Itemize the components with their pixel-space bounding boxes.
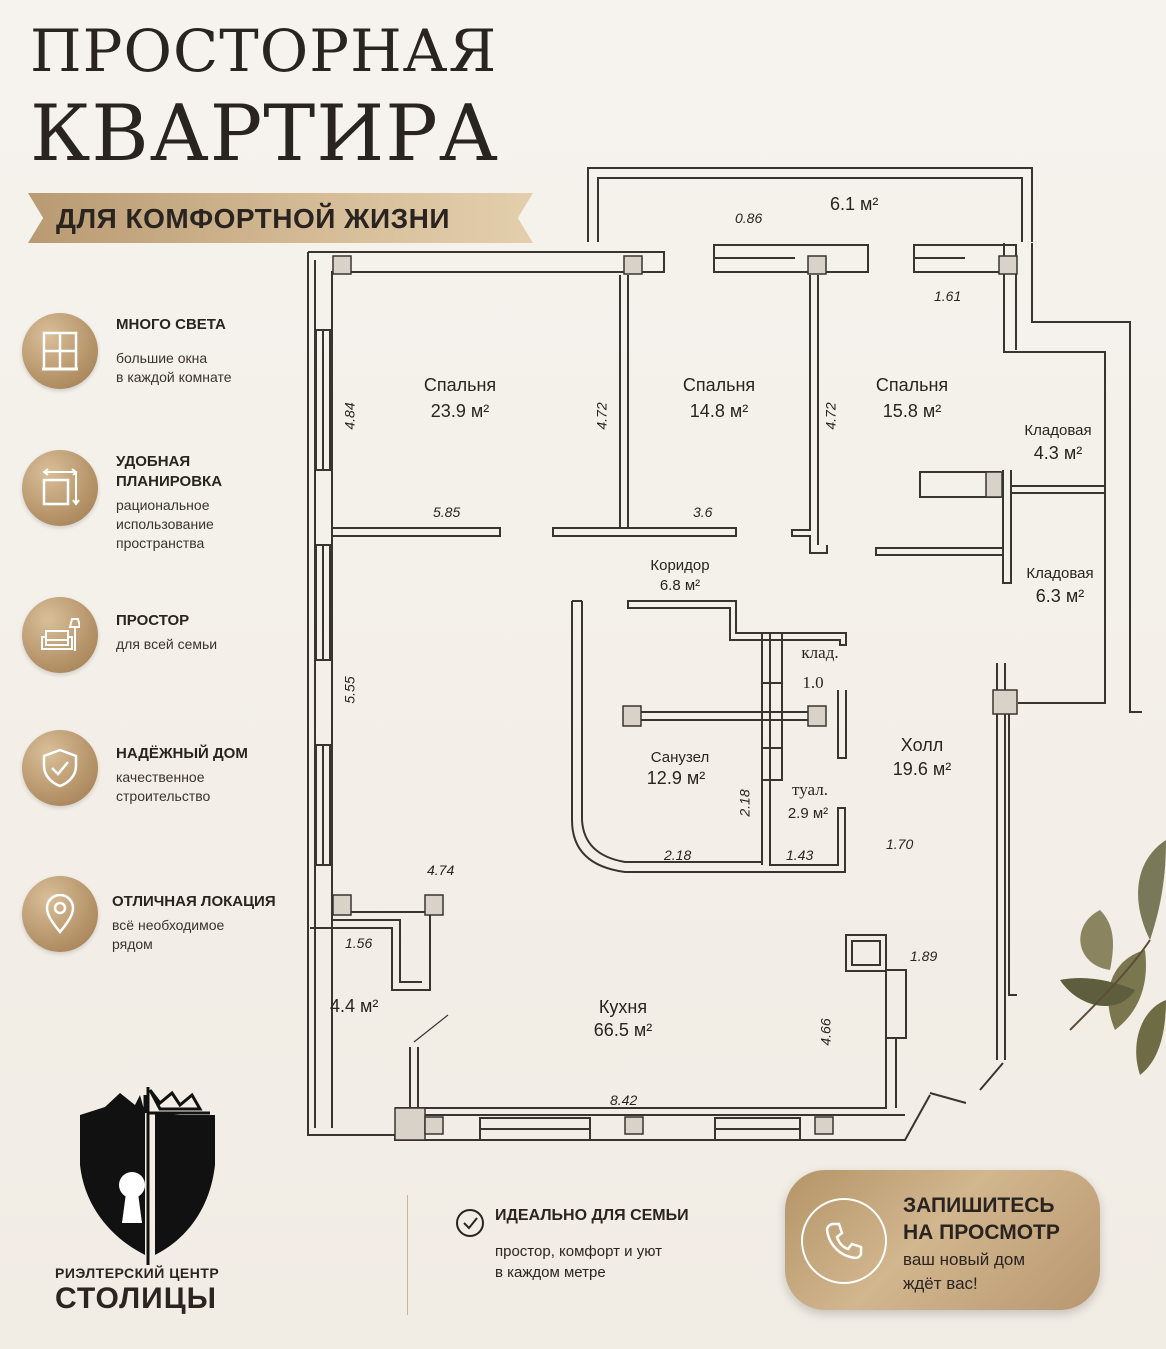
balcony-area: 6.1 м²: [830, 194, 879, 214]
subtitle-ribbon: ДЛЯ КОМФОРТНОЙ ЖИЗНИ: [28, 193, 533, 243]
hall-area: 19.6 м²: [892, 759, 952, 779]
leaf-decoration: [1060, 840, 1166, 1075]
dim-4-84: 4.84: [341, 402, 358, 430]
bedroom-1-name: Спальня: [423, 375, 497, 395]
logo-bottom-text: СТОЛИЦЫ: [55, 1282, 217, 1315]
feature-title: ПРОСТОР: [116, 612, 190, 629]
phone-icon: [801, 1198, 887, 1284]
bathroom-name: Санузел: [650, 749, 710, 766]
feature-layout: УДОБНАЯ ПЛАНИРОВКА рациональное использо…: [22, 450, 302, 551]
bedroom-3-area: 15.8 м²: [882, 401, 942, 421]
dim-3-6: 3.6: [693, 504, 713, 520]
dim-8-42: 8.42: [610, 1092, 638, 1108]
dim-4-72-a: 4.72: [593, 402, 610, 430]
feature-desc: рациональное использование пространства: [116, 497, 214, 551]
logo-top-text: РИЭЛТЕРСКИЙ ЦЕНТР: [55, 1265, 220, 1281]
family-desc: простор, комфорт и уют в каждом метре: [495, 1243, 662, 1281]
storage-2-area: 6.3 м²: [1035, 586, 1085, 606]
feature-desc: качественное строительство: [116, 769, 211, 804]
feature-desc: большие окна в каждой комнате: [116, 350, 232, 385]
kitchen-area: 66.5 м²: [593, 1020, 653, 1040]
bedroom-1-area: 23.9 м²: [430, 401, 490, 421]
title-line-1: ПРОСТОРНАЯ: [30, 17, 498, 85]
sofa-lamp-icon: [22, 597, 98, 673]
hall-name: Холл: [900, 735, 944, 755]
dim-2-18-v: 2.18: [736, 789, 753, 817]
title-line-2: КВАРТИРА: [30, 89, 499, 179]
feature-title: НАДЁЖНЫЙ ДОМ: [116, 745, 248, 762]
toilet-area: 2.9 м²: [787, 805, 829, 822]
storage-2-name: Кладовая: [1026, 565, 1094, 582]
corridor-area: 6.8 м²: [659, 577, 701, 594]
kitchen-name: Кухня: [598, 997, 648, 1017]
dim-1-43: 1.43: [786, 847, 814, 863]
dim-1-89: 1.89: [910, 948, 938, 964]
feature-title: МНОГО СВЕТА: [116, 316, 226, 333]
bathroom-area: 12.9 м²: [646, 768, 706, 788]
feature-title: ОТЛИЧНАЯ ЛОКАЦИЯ: [112, 893, 276, 910]
location-pin-icon: [22, 876, 98, 952]
check-circle-icon: [456, 1209, 484, 1237]
dim-1-56: 1.56: [345, 935, 373, 951]
feature-space: ПРОСТОР для всей семьи: [22, 597, 302, 677]
dim-1-70: 1.70: [886, 836, 914, 852]
feature-title: УДОБНАЯ ПЛАНИРОВКА: [116, 453, 223, 490]
shield-check-icon: [22, 730, 98, 806]
family-title: ИДЕАЛЬНО ДЛЯ СЕМЬИ: [495, 1207, 689, 1224]
dim-1-61: 1.61: [934, 288, 962, 304]
small-room-area: 4.4 м²: [330, 996, 379, 1016]
closet-area: 1.0: [802, 673, 824, 692]
dim-5-55: 5.55: [341, 676, 358, 704]
dim-4-66: 4.66: [817, 1018, 834, 1046]
toilet-name: туал.: [792, 780, 828, 799]
feature-light: МНОГО СВЕТА большие окна в каждой комнат…: [22, 313, 302, 393]
book-viewing-button[interactable]: ЗАПИШИТЕСЬ НА ПРОСМОТР ваш новый дом ждё…: [785, 1170, 1100, 1310]
layout-icon: [22, 450, 98, 526]
dim-4-74: 4.74: [427, 862, 455, 878]
window-icon: [22, 313, 98, 389]
bedroom-2-area: 14.8 м²: [689, 401, 749, 421]
corridor-name: Коридор: [650, 557, 710, 574]
storage-1-name: Кладовая: [1024, 422, 1092, 439]
dim-0-86: 0.86: [735, 210, 763, 226]
shield-keyhole-icon: [80, 1087, 215, 1265]
bedroom-3-name: Спальня: [875, 375, 949, 395]
dim-2-18-h: 2.18: [664, 847, 692, 863]
company-logo: РИЭЛТЕРСКИЙ ЦЕНТР СТОЛИЦЫ: [55, 1085, 240, 1315]
feature-desc: для всей семьи: [116, 636, 218, 652]
storage-1-area: 4.3 м²: [1033, 443, 1083, 463]
subtitle-text: ДЛЯ КОМФОРТНОЙ ЖИЗНИ: [56, 203, 451, 234]
bedroom-2-name: Спальня: [682, 375, 756, 395]
divider: [407, 1195, 408, 1315]
cta-desc: ваш новый дом ждёт вас!: [903, 1250, 1026, 1293]
feature-reliable: НАДЁЖНЫЙ ДОМ качественное строительство: [22, 730, 302, 810]
cta-title: ЗАПИШИТЕСЬ НА ПРОСМОТР: [903, 1194, 1060, 1244]
closet-name: клад.: [801, 643, 839, 662]
dim-4-72-b: 4.72: [822, 402, 839, 430]
dim-5-85: 5.85: [433, 504, 461, 520]
feature-desc: всё необходимое рядом: [112, 917, 225, 952]
feature-location: ОТЛИЧНАЯ ЛОКАЦИЯ всё необходимое рядом: [22, 876, 302, 956]
